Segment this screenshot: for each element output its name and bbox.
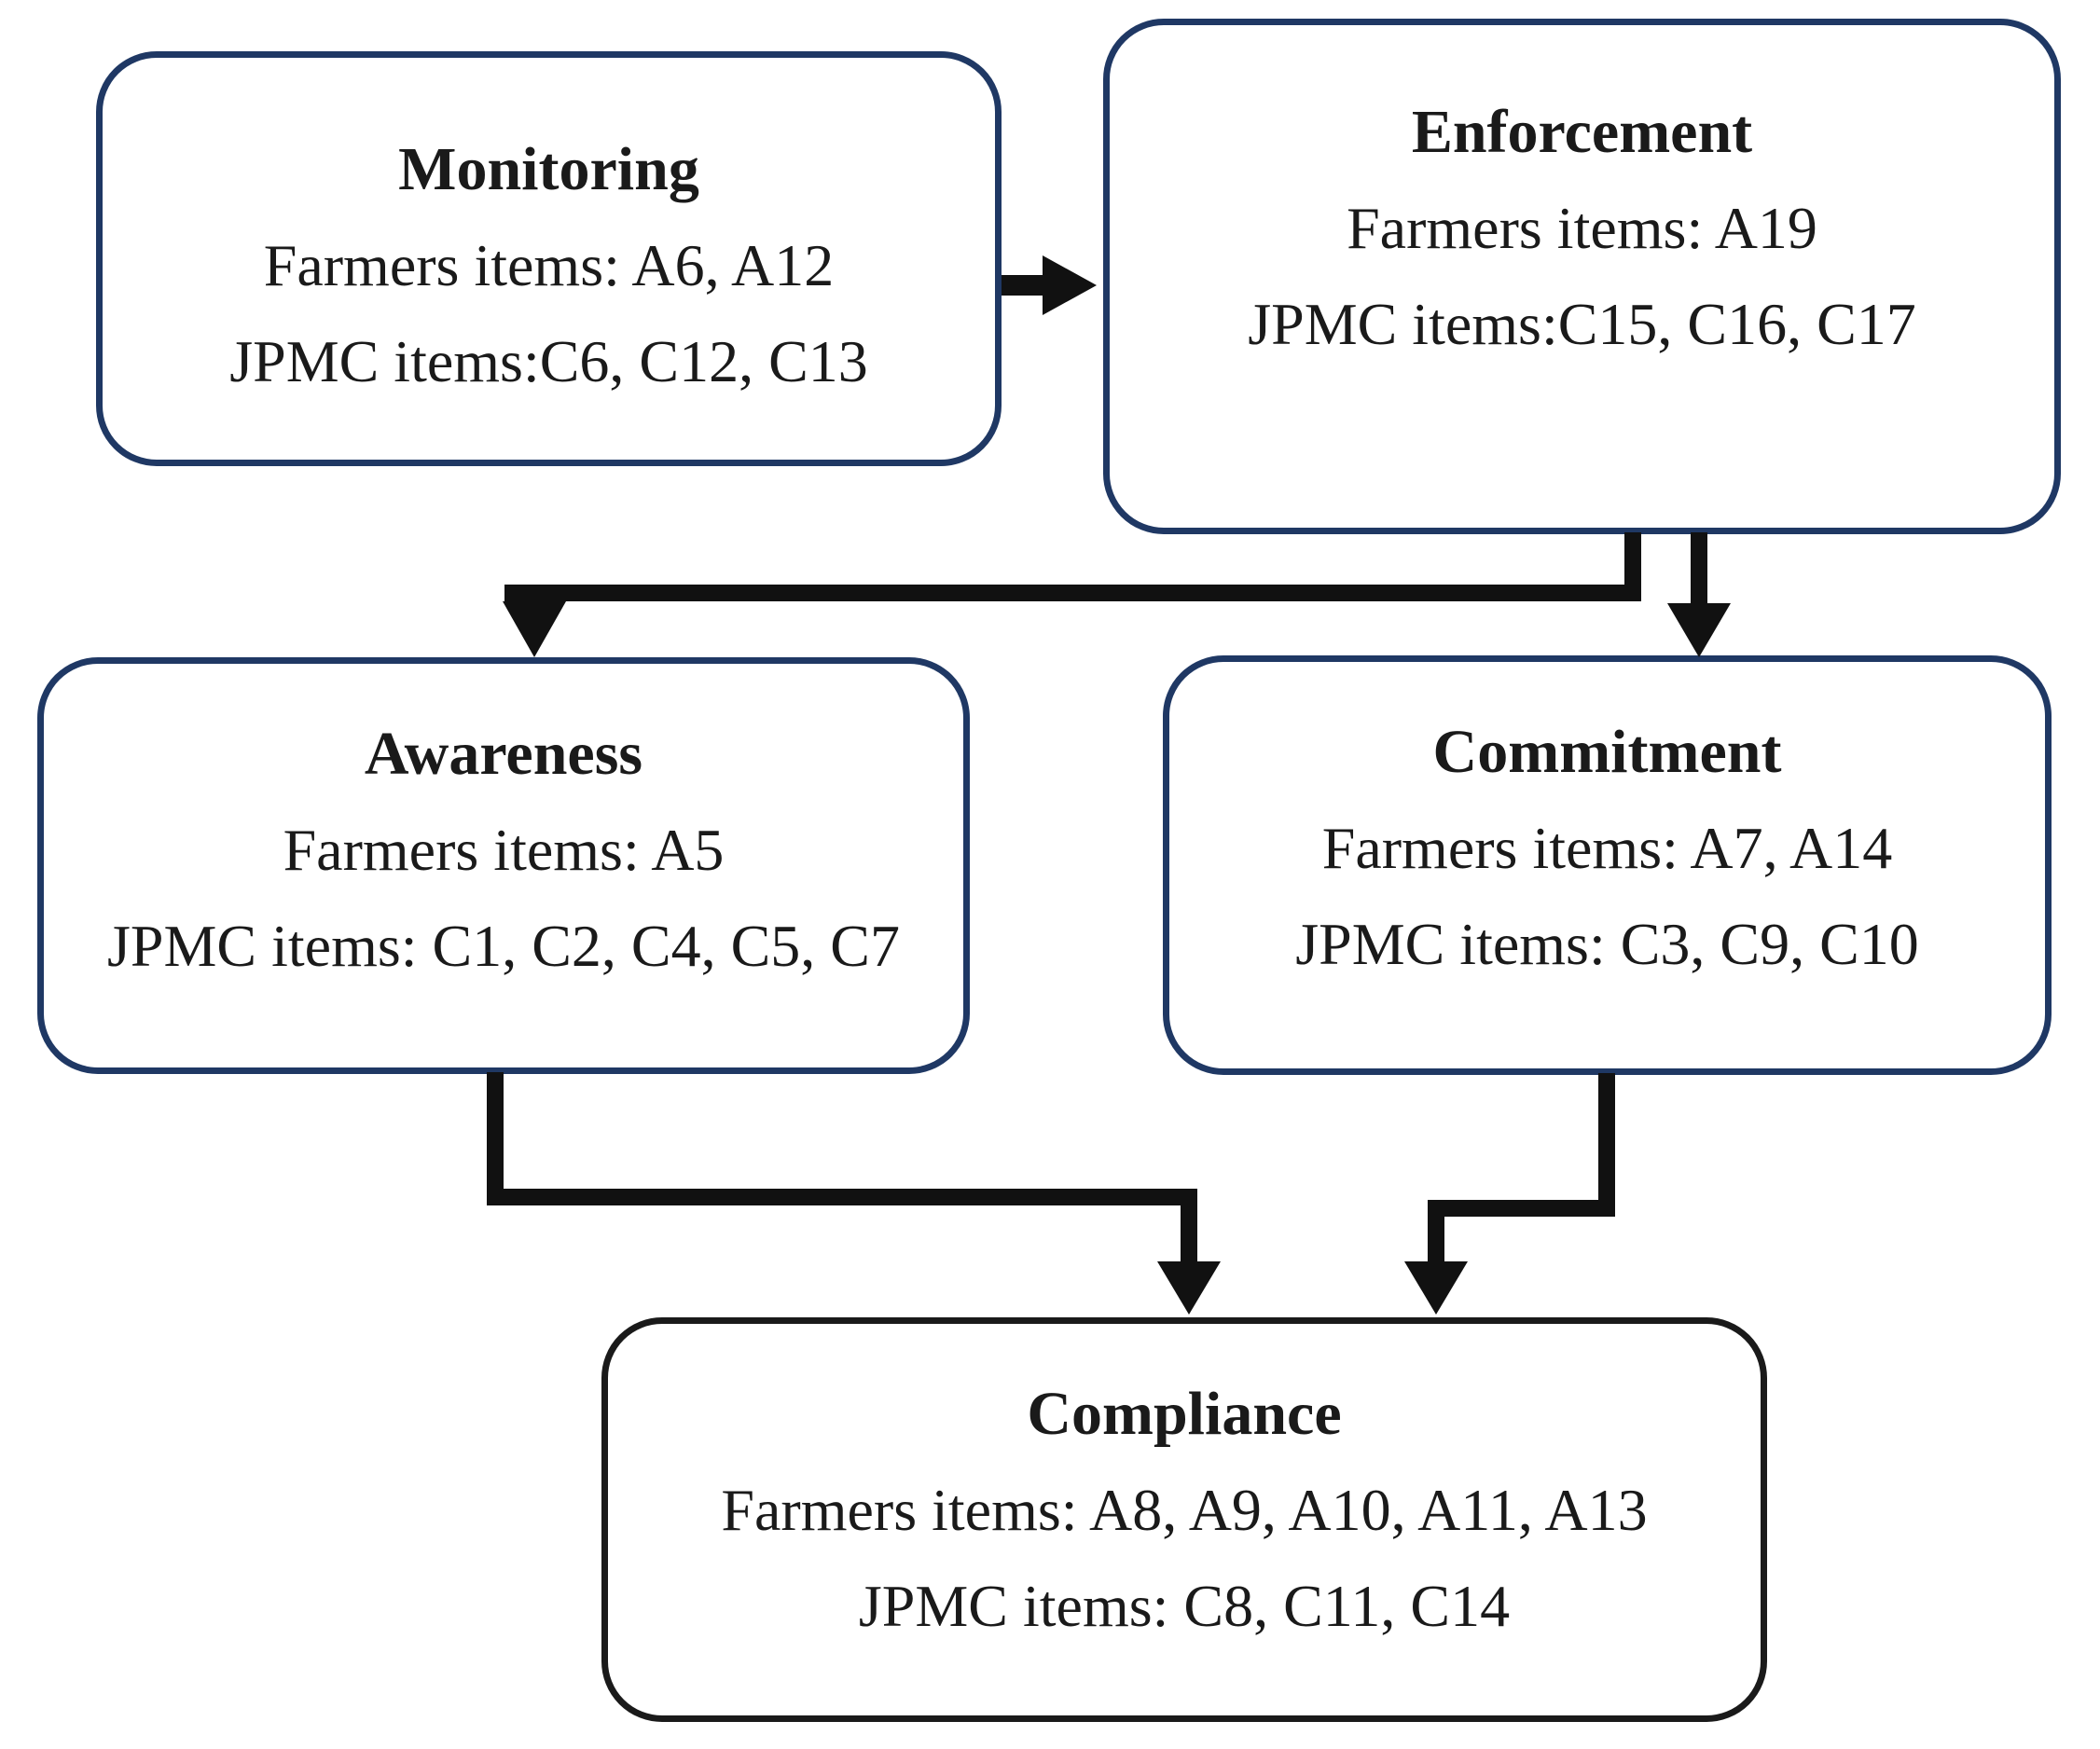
box-awareness-title: Awareness: [364, 720, 643, 788]
arrow-shaft: [1181, 1205, 1197, 1261]
box-awareness: Awareness Farmers items: A5 JPMC items: …: [37, 657, 970, 1074]
box-awareness-farmers-line: Farmers items: A5: [283, 817, 725, 883]
arrow-shaft: [1691, 532, 1707, 603]
box-awareness-jpmc-line: JPMC items: C1, C2, C4, C5, C7: [107, 913, 900, 979]
box-compliance-farmers-line: Farmers items: A8, A9, A10, A11, A13: [721, 1477, 1648, 1543]
arrow-shaft: [1428, 1217, 1444, 1261]
arrowhead-down-icon: [1404, 1261, 1468, 1315]
box-enforcement-farmers-line: Farmers items: A19: [1347, 195, 1817, 261]
arrowhead-down-icon: [1667, 603, 1731, 657]
box-monitoring-jpmc-line: JPMC items:C6, C12, C13: [229, 328, 868, 394]
box-commitment-title: Commitment: [1432, 718, 1782, 786]
arrow-shaft: [487, 1189, 1197, 1205]
box-enforcement: Enforcement Farmers items: A19 JPMC item…: [1103, 19, 2061, 534]
box-monitoring-farmers-line: Farmers items: A6, A12: [263, 232, 835, 298]
box-commitment-jpmc-line: JPMC items: C3, C9, C10: [1295, 911, 1919, 977]
box-monitoring: Monitoring Farmers items: A6, A12 JPMC i…: [96, 51, 1002, 466]
arrow-shaft: [1428, 1200, 1615, 1217]
arrow-shaft: [487, 1072, 504, 1205]
box-commitment: Commitment Farmers items: A7, A14 JPMC i…: [1163, 655, 2052, 1075]
box-commitment-farmers-line: Farmers items: A7, A14: [1321, 815, 1893, 881]
arrowhead-down-icon: [1157, 1261, 1221, 1315]
arrow-shaft: [504, 585, 1641, 601]
box-compliance-title: Compliance: [1027, 1380, 1342, 1448]
arrowhead-down-icon: [503, 601, 566, 657]
arrow-shaft: [1598, 1073, 1615, 1217]
box-enforcement-jpmc-line: JPMC items:C15, C16, C17: [1248, 291, 1916, 357]
box-monitoring-title: Monitoring: [398, 135, 699, 203]
arrowhead-right-icon: [1043, 255, 1097, 315]
arrow-shaft: [1002, 275, 1046, 296]
box-compliance: Compliance Farmers items: A8, A9, A10, A…: [601, 1317, 1767, 1722]
box-enforcement-title: Enforcement: [1411, 98, 1753, 166]
arrow-shaft: [1624, 532, 1641, 601]
box-compliance-jpmc-line: JPMC items: C8, C11, C14: [858, 1573, 1511, 1639]
